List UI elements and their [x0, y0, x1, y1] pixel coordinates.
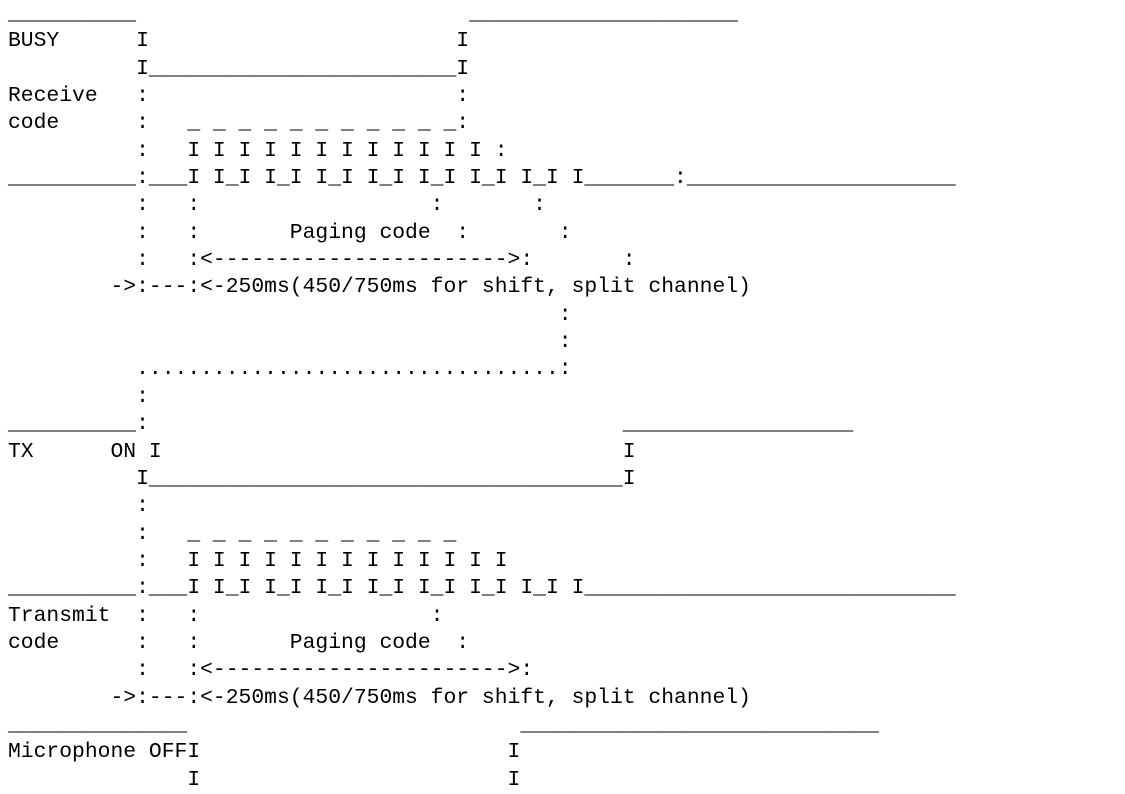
transmit-delay-annotation: ->:---:<-250ms(450/750ms for shift, spli… [8, 685, 751, 710]
transmit-code-waveform: __________:___I I_I I_I I_I I_I I_I I_I … [8, 576, 956, 601]
receive-code-waveform: __________:___I I_I I_I I_I I_I I_I I_I … [8, 166, 956, 191]
receive-paging-code-label: : : Paging code : : [8, 220, 572, 245]
receive-delay-annotation: ->:---:<-250ms(450/750ms for shift, spli… [8, 275, 751, 300]
transmit-label-row: Transmit : : : [8, 603, 444, 628]
timing-diagram: __________ _____________________ BUSY I … [8, 1, 956, 794]
busy-label-row: BUSY I I [8, 29, 470, 54]
receive-code-pulse-edges: : I I I I I I I I I I I I : [8, 138, 508, 163]
tx-signal-low: I_____________________________________I [8, 466, 636, 491]
transmit-code-pulse-tops: : _ _ _ _ _ _ _ _ _ _ _ [8, 521, 457, 546]
microphone-signal-bottom: I I [8, 767, 521, 792]
connector-row-3: : [8, 384, 149, 409]
transmit-spacer-row: : [8, 494, 149, 519]
receive-code-pulse-tops: code : _ _ _ _ _ _ _ _ _ _ _: [8, 111, 470, 136]
connector-row-1: : [8, 302, 572, 327]
microphone-off-label-row: Microphone OFFI I [8, 740, 521, 765]
busy-signal-low: I________________________I [8, 56, 470, 81]
tx-on-label-row: TX ON I I [8, 439, 636, 464]
tx-signal-top: __________: __________________ [8, 412, 854, 437]
receive-marker-row: : : : : [8, 193, 546, 218]
busy-signal-top: __________ _____________________ [8, 2, 739, 26]
connector-row-2: : [8, 330, 572, 355]
transmit-paging-code-span: : :<----------------------->: [8, 658, 534, 683]
dotted-connector: .................................: [8, 357, 572, 382]
receive-label-row: Receive : : [8, 84, 470, 109]
transmit-paging-code-label: code : : Paging code : [8, 630, 470, 655]
transmit-code-pulse-edges: : I I I I I I I I I I I I I [8, 548, 508, 573]
microphone-signal-top: ______________ _________________________… [8, 712, 879, 737]
receive-paging-code-span: : :<----------------------->: : [8, 248, 636, 273]
